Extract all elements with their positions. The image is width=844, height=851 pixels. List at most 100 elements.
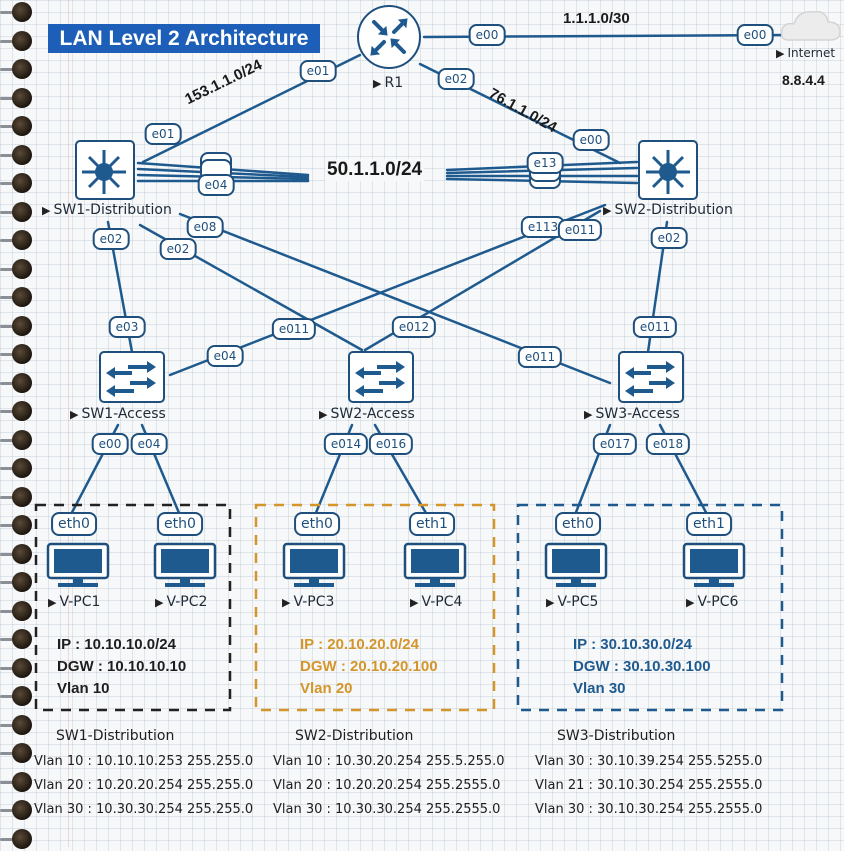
svi-table-sw2: SW2-Distribution Vlan 10 : 10.30.20.254 …	[273, 724, 505, 822]
svi-row: Vlan 10 : 10.30.20.254 255.5.255.0	[273, 754, 505, 769]
port-badge[interactable]: e13	[526, 152, 564, 174]
port-badge[interactable]: e00	[91, 433, 129, 455]
spiral-ring	[0, 627, 40, 651]
spiral-ring	[0, 314, 40, 338]
pc6-label: ▶V-PC6	[686, 594, 739, 610]
spiral-ring	[0, 371, 40, 395]
spiral-ring	[0, 570, 40, 594]
port-badge[interactable]: e016	[368, 433, 414, 455]
port-badge[interactable]: e01	[299, 60, 337, 82]
monitor-icon[interactable]	[403, 542, 467, 587]
internet-label: ▶Internet	[776, 46, 836, 60]
svi-table-sw1: SW1-Distribution Vlan 10 : 10.10.10.253 …	[34, 724, 253, 822]
spiral-ring	[0, 86, 40, 110]
port-badge[interactable]: eth1	[409, 512, 455, 536]
port-badge[interactable]: e08	[186, 216, 224, 238]
port-badge[interactable]: e00	[736, 24, 774, 46]
port-badge[interactable]: e04	[130, 433, 168, 455]
notebook-margin-line	[68, 0, 69, 847]
port-badge[interactable]: e011	[632, 316, 678, 338]
monitor-icon[interactable]	[682, 542, 746, 587]
port-badge[interactable]: eth0	[294, 512, 340, 536]
svi-table-title: SW3-Distribution	[557, 728, 676, 744]
port-badge[interactable]: e014	[323, 433, 369, 455]
monitor-icon[interactable]	[46, 542, 110, 587]
vlan20-info: IP : 20.10.20.0/24 DGW : 20.10.20.100 Vl…	[300, 634, 438, 700]
port-badge[interactable]: e02	[437, 68, 475, 90]
port-badge[interactable]: eth0	[51, 512, 97, 536]
vlan30-dgw: DGW : 30.10.30.100	[573, 658, 711, 675]
svi-table-sw3: SW3-Distribution Vlan 30 : 30.10.39.254 …	[535, 724, 762, 822]
spiral-ring	[0, 143, 40, 167]
port-badge[interactable]: e04	[197, 174, 235, 196]
sw1-distribution-label: ▶SW1-Distribution	[42, 202, 172, 218]
internet-address: 8.8.4.4	[782, 72, 825, 88]
multilayer-switch-icon[interactable]	[75, 140, 135, 200]
vlan30-ip: IP : 30.10.30.0/24	[573, 636, 692, 653]
monitor-icon[interactable]	[153, 542, 217, 587]
spiral-ring	[0, 684, 40, 708]
spiral-ring	[0, 656, 40, 680]
spiral-ring	[0, 798, 40, 822]
port-badge[interactable]: e011	[517, 346, 563, 368]
spiral-ring	[0, 513, 40, 537]
cloud-icon[interactable]	[780, 10, 841, 41]
switch-icon[interactable]	[99, 351, 165, 403]
svi-row: Vlan 30 : 30.10.30.254 255.2555.0	[535, 802, 763, 817]
port-badge[interactable]: e011	[557, 219, 603, 241]
spiral-ring	[0, 428, 40, 452]
monitor-icon[interactable]	[282, 542, 346, 587]
pc2-label: ▶V-PC2	[155, 594, 208, 610]
svi-row: Vlan 10 : 10.10.10.253 255.255.0	[34, 754, 254, 769]
vlan30-zone	[516, 503, 784, 712]
pc1-label: ▶V-PC1	[48, 594, 101, 610]
svi-row: Vlan 30 : 30.10.39.254 255.5255.0	[535, 754, 763, 769]
port-badge[interactable]: eth1	[686, 512, 732, 536]
vlan20-dgw: DGW : 20.10.20.100	[300, 658, 438, 675]
vlan10-ip: IP : 10.10.10.0/24	[57, 636, 176, 653]
notebook-spiral-binding	[0, 0, 40, 849]
port-badge[interactable]: eth0	[157, 512, 203, 536]
port-badge[interactable]: e017	[592, 433, 638, 455]
svi-row: Vlan 21 : 30.10.30.254 255.2555.0	[535, 778, 763, 793]
router-icon[interactable]	[357, 5, 421, 69]
spiral-ring	[0, 599, 40, 623]
page-title: LAN Level 2 Architecture	[48, 24, 320, 53]
svi-row: Vlan 20 : 10.20.20.254 255.2555.0	[273, 778, 501, 793]
vlan10-info: IP : 10.10.10.0/24 DGW : 10.10.10.10 Vla…	[57, 634, 186, 700]
vlan30-id: Vlan 30	[573, 680, 626, 697]
port-badge[interactable]: e018	[645, 433, 691, 455]
port-badge[interactable]: e02	[650, 227, 688, 249]
port-badge[interactable]: e04	[206, 345, 244, 367]
port-badge[interactable]: e01	[144, 123, 182, 145]
vlan20-ip: IP : 20.10.20.0/24	[300, 636, 419, 653]
vlan10-zone	[34, 503, 232, 712]
spiral-ring	[0, 713, 40, 737]
spiral-ring	[0, 228, 40, 252]
switch-icon[interactable]	[348, 351, 414, 403]
multilayer-switch-icon[interactable]	[638, 140, 698, 200]
spiral-ring	[0, 485, 40, 509]
pc5-label: ▶V-PC5	[546, 594, 599, 610]
port-badge[interactable]: e03	[108, 316, 146, 338]
svi-table-title: SW1-Distribution	[56, 728, 175, 744]
port-badge[interactable]: e00	[468, 24, 506, 46]
network-dist-trunk: 50.1.1.0/24	[325, 159, 425, 181]
router-label: ▶R1	[373, 75, 404, 91]
port-badge[interactable]: e011	[271, 318, 317, 340]
vlan10-dgw: DGW : 10.10.10.10	[57, 658, 187, 675]
spiral-ring	[0, 827, 40, 851]
pc3-label: ▶V-PC3	[282, 594, 335, 610]
port-badge[interactable]: e012	[391, 316, 437, 338]
vlan30-info: IP : 30.10.30.0/24 DGW : 30.10.30.100 Vl…	[573, 634, 711, 700]
port-badge[interactable]: e02	[92, 228, 130, 250]
switch-icon[interactable]	[618, 351, 684, 403]
port-badge[interactable]: e02	[159, 238, 197, 260]
port-badge[interactable]: eth0	[555, 512, 601, 536]
monitor-icon[interactable]	[544, 542, 608, 587]
spiral-ring	[0, 399, 40, 423]
port-badge[interactable]: e00	[572, 129, 610, 151]
svi-table-title: SW2-Distribution	[295, 728, 414, 744]
svi-row: Vlan 30 : 10.30.30.254 255.2555.0	[273, 802, 501, 817]
sw2-distribution-label: ▶SW2-Distribution	[603, 202, 733, 218]
